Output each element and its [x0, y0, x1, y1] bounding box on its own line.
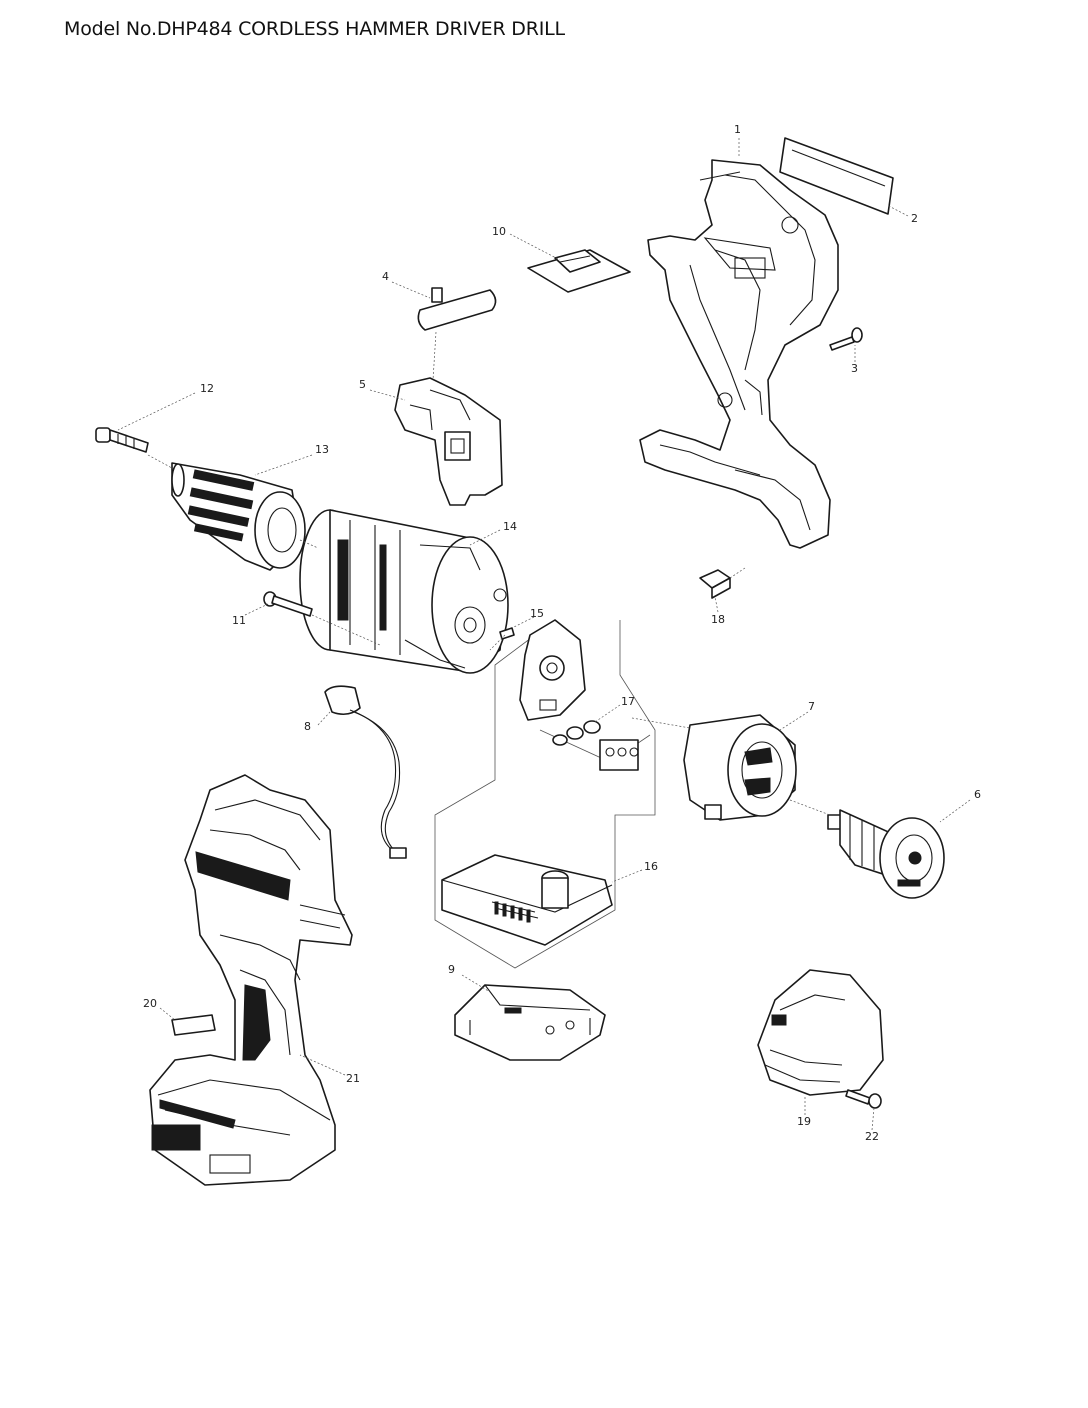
callout-7: 7: [808, 700, 815, 713]
callout-22: 22: [865, 1130, 879, 1143]
callout-1: 1: [734, 123, 741, 136]
part-11-screw: [263, 591, 313, 617]
callout-21: 21: [346, 1072, 360, 1085]
callout-6: 6: [974, 788, 981, 801]
part-16-controller: [441, 854, 613, 946]
callout-4: 4: [382, 270, 389, 283]
part-14-gear-assembly: [299, 509, 509, 674]
callout-19: 19: [797, 1115, 811, 1128]
callout-numbers: 1 2 3 4 5 6 7 8 9 10 11 12 13 14 15 16 1…: [143, 123, 981, 1143]
part-20-sticker: [171, 1014, 216, 1036]
part-10-switch-lever: [527, 249, 631, 293]
part-9-terminal: [454, 984, 606, 1061]
callout-12: 12: [200, 382, 214, 395]
callout-16: 16: [644, 860, 658, 873]
part-2-label: [779, 137, 894, 215]
part-6-rotor: [827, 809, 945, 899]
callout-10: 10: [492, 225, 506, 238]
callout-18: 18: [711, 613, 725, 626]
part-17-terminals: [552, 720, 639, 771]
part-3-screw: [829, 327, 863, 351]
callout-11: 11: [232, 614, 246, 627]
callout-3: 3: [851, 362, 858, 375]
part-21-housing-left: [149, 774, 353, 1186]
part-5-switch: [394, 377, 503, 506]
part-4-reverse-lever: [417, 287, 497, 331]
part-12-screw: [95, 427, 149, 453]
page-title: Model No.DHP484 CORDLESS HAMMER DRIVER D…: [64, 18, 565, 40]
part-19-gear-cover: [757, 969, 884, 1096]
callout-9: 9: [448, 963, 455, 976]
part-18-clip: [699, 569, 731, 599]
part-13-drill-chuck: [171, 462, 306, 571]
callout-5: 5: [359, 378, 366, 391]
callout-13: 13: [315, 443, 329, 456]
callout-15: 15: [530, 607, 544, 620]
part-1-housing-right: [639, 159, 839, 549]
part-8-thermistor-wire: [324, 685, 407, 859]
callout-2: 2: [911, 212, 918, 225]
callout-14: 14: [503, 520, 517, 533]
part-15-sensor-plate: [519, 619, 586, 721]
part-22-screw: [845, 1089, 882, 1109]
callout-20: 20: [143, 997, 157, 1010]
leader-lines: [117, 138, 971, 1131]
part-7-stator: [683, 714, 797, 821]
callout-17: 17: [621, 695, 635, 708]
callout-8: 8: [304, 720, 311, 733]
